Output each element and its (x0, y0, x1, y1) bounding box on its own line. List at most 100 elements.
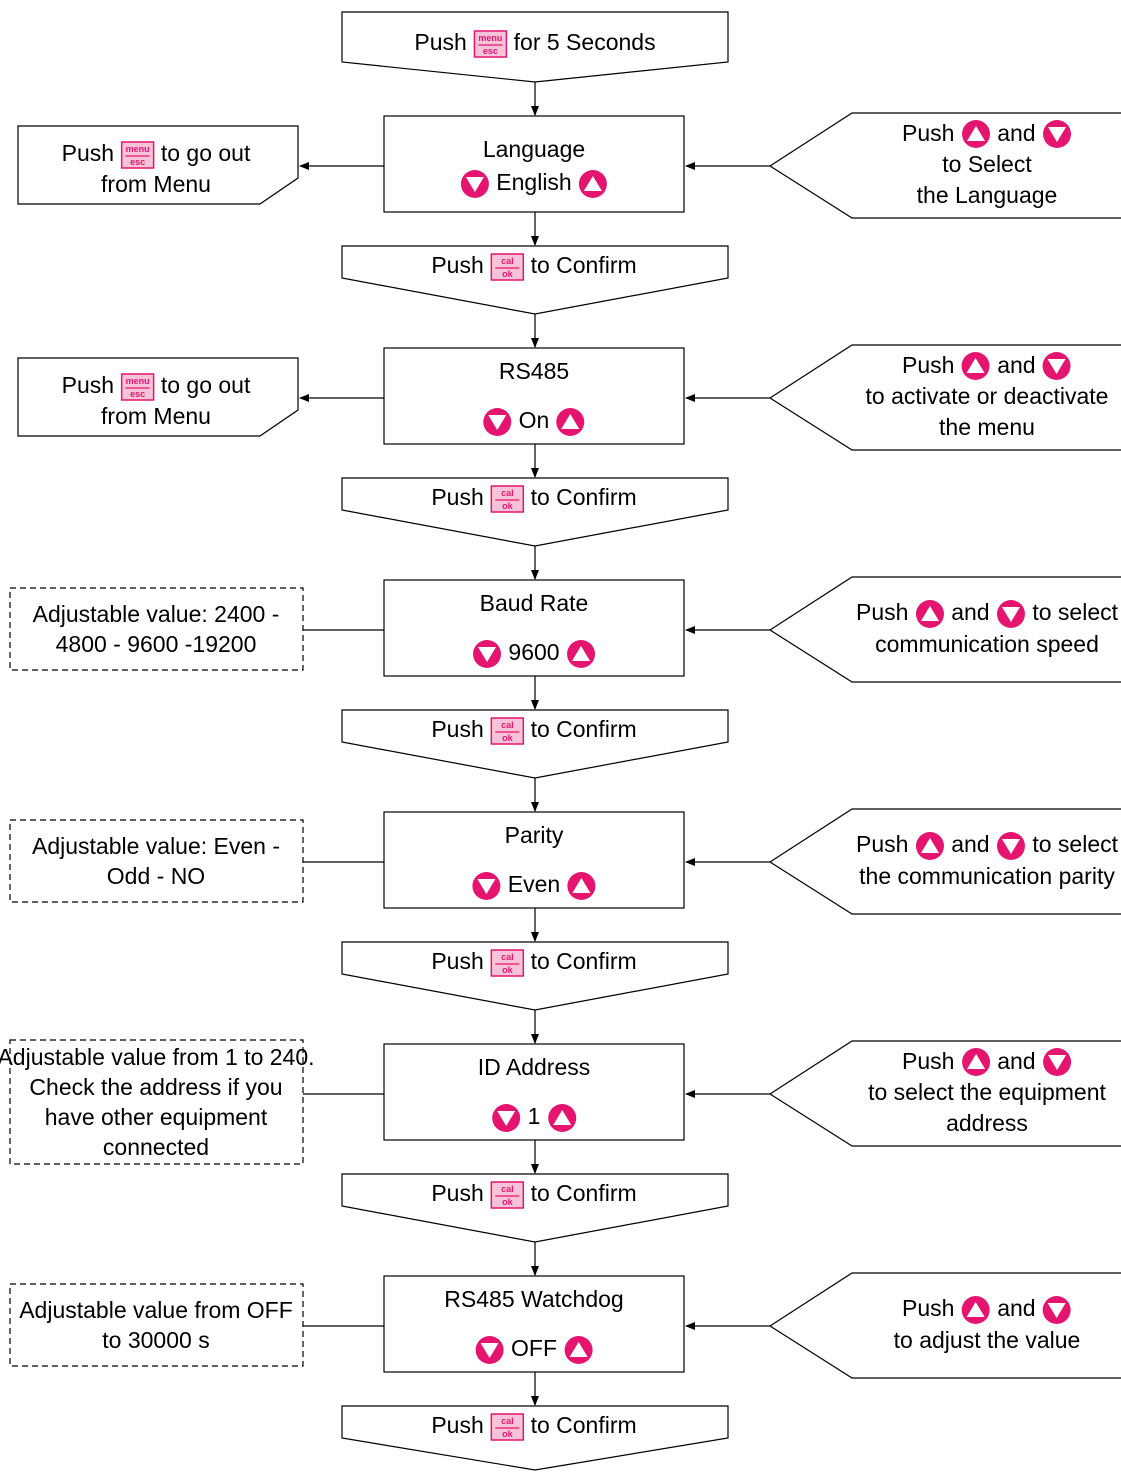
step-value-row: 1 (491, 1100, 577, 1133)
note-box-baud (9, 587, 304, 671)
confirm-instruction: Push cal ok to Confirm (431, 948, 637, 977)
down-arrow-icon (475, 1335, 504, 1364)
menu-esc-key-icon: menu esc (120, 141, 155, 169)
exit-box-1 (17, 125, 299, 205)
svg-text:cal: cal (501, 256, 514, 266)
up-arrow-icon (556, 407, 585, 436)
svg-text:menu: menu (125, 144, 149, 154)
step-title: ID Address (477, 1054, 591, 1080)
svg-text:ok: ok (502, 965, 513, 975)
step-value: Even (507, 871, 561, 897)
start-box (341, 11, 729, 83)
up-arrow-icon (566, 639, 595, 668)
cal-ok-key-icon: cal ok (490, 717, 524, 745)
down-arrow-icon (483, 407, 512, 436)
step-box-language (383, 115, 685, 213)
up-arrow-icon (579, 169, 608, 198)
step-title: Baud Rate (479, 590, 589, 616)
confirm-instruction: Push cal ok to Confirm (431, 1412, 637, 1441)
svg-text:menu: menu (125, 376, 149, 386)
confirm-instruction: Push cal ok to Confirm (431, 484, 637, 513)
up-arrow-icon (915, 831, 944, 860)
down-arrow-icon (1042, 1048, 1071, 1077)
confirm-box-6 (341, 1405, 729, 1471)
step-title: RS485 Watchdog (444, 1286, 624, 1312)
up-arrow-icon (961, 352, 990, 381)
step-box-id-address (383, 1043, 685, 1141)
down-arrow-icon (472, 871, 501, 900)
confirm-box-3 (341, 709, 729, 779)
down-arrow-icon (492, 1103, 521, 1132)
down-arrow-icon (460, 169, 489, 198)
note-box-id (9, 1039, 304, 1165)
exit-note-2: Push menu esc to go out from Menu (61, 372, 251, 429)
menu-esc-key-icon: menu esc (120, 373, 155, 401)
step-value: English (496, 169, 572, 195)
cal-ok-key-icon: cal ok (490, 949, 524, 977)
exit-box-2 (17, 357, 299, 437)
confirm-box-5 (341, 1173, 729, 1243)
svg-text:cal: cal (501, 488, 514, 498)
step-box-rs485 (383, 347, 685, 445)
step-title: Language (482, 136, 586, 162)
start-suffix: for 5 Seconds (513, 29, 656, 55)
up-arrow-icon (564, 1335, 593, 1364)
step-value-row: OFF (475, 1332, 594, 1365)
svg-text:ok: ok (502, 501, 513, 511)
svg-text:esc: esc (130, 389, 145, 399)
step-value: On (518, 407, 550, 433)
down-arrow-icon (1042, 120, 1071, 149)
svg-text:esc: esc (130, 157, 145, 167)
confirm-box-2 (341, 477, 729, 547)
confirm-box-4 (341, 941, 729, 1011)
svg-text:ok: ok (502, 733, 513, 743)
svg-text:cal: cal (501, 720, 514, 730)
svg-text:cal: cal (501, 1184, 514, 1194)
down-arrow-icon (996, 831, 1025, 860)
down-arrow-icon (1042, 1295, 1071, 1324)
cal-ok-key-icon: cal ok (490, 253, 524, 281)
step-box-watchdog (383, 1275, 685, 1373)
svg-text:ok: ok (502, 1429, 513, 1439)
down-arrow-icon (1042, 352, 1071, 381)
down-arrow-icon (473, 639, 502, 668)
step-value-row: English (460, 166, 608, 199)
callout-text: Push and to adjust the value (893, 1295, 1081, 1353)
down-arrow-icon (996, 599, 1025, 628)
up-arrow-icon (547, 1103, 576, 1132)
svg-text:esc: esc (483, 46, 498, 56)
svg-text:cal: cal (501, 952, 514, 962)
step-value-row: On (482, 404, 585, 437)
cal-ok-key-icon: cal ok (490, 1181, 524, 1209)
svg-text:cal: cal (501, 1416, 514, 1426)
svg-text:ok: ok (502, 269, 513, 279)
start-instruction: Push menu esc for 5 Seconds (414, 27, 656, 58)
confirm-instruction: Push cal ok to Confirm (431, 1180, 637, 1209)
step-value-row: 9600 (472, 636, 596, 669)
confirm-instruction: Push cal ok to Confirm (431, 716, 637, 745)
step-box-baud-rate (383, 579, 685, 677)
confirm-box-1 (341, 245, 729, 315)
svg-text:ok: ok (502, 1197, 513, 1207)
cal-ok-key-icon: cal ok (490, 1413, 524, 1441)
start-prefix: Push (414, 29, 467, 55)
step-value: OFF (511, 1335, 557, 1361)
note-text: Adjustable value: Even -Odd - NO (31, 833, 281, 889)
menu-esc-key-icon: menu esc (473, 30, 508, 58)
note-text: Adjustable value: 2400 -4800 - 9600 -192… (32, 601, 280, 657)
step-title: Parity (504, 822, 564, 848)
svg-text:menu: menu (478, 33, 502, 43)
step-value-row: Even (471, 868, 596, 901)
confirm-instruction: Push cal ok to Confirm (431, 252, 637, 281)
step-box-parity (383, 811, 685, 909)
note-box-watchdog (9, 1283, 304, 1367)
up-arrow-icon (915, 599, 944, 628)
step-value: 1 (527, 1103, 541, 1129)
step-title: RS485 (498, 358, 570, 384)
